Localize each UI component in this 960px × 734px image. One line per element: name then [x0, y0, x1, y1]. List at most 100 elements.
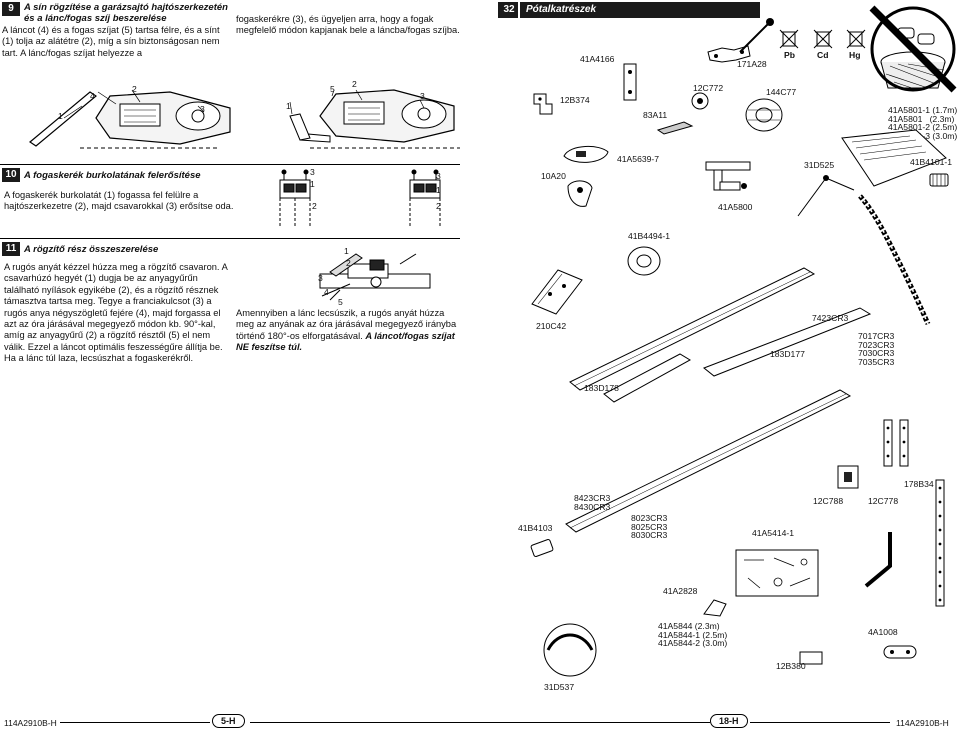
part-rail-long — [569, 267, 816, 391]
step9-title: A sín rögzítése a garázsajtó hajtószerke… — [24, 2, 244, 24]
label-41B4103: 41B4103 — [518, 523, 553, 533]
label-c3: 3 — [310, 167, 315, 177]
footer-page-right: 18-H — [710, 714, 748, 728]
step10-title: A fogaskerék burkolatának felerősítése — [24, 170, 201, 181]
step10-text: A fogaskerék burkolatát (1) fogassa fel … — [4, 190, 234, 212]
recycle-label-cd: Cd — [817, 50, 829, 60]
label-41B4101: 41B4101-1 — [910, 157, 953, 167]
part-12C772 — [691, 92, 709, 110]
label-41A5800: 41A5800 — [718, 202, 753, 212]
label-12C778: 12C778 — [868, 496, 899, 506]
part-41A5639 — [563, 146, 609, 163]
label-171A28: 171A28 — [737, 59, 767, 69]
part-171A28 — [707, 45, 751, 63]
label-d1: 1 — [436, 185, 441, 195]
label-12B374: 12B374 — [560, 95, 590, 105]
label-183D178: 183D178 — [584, 383, 619, 393]
part-31D537 — [543, 623, 597, 677]
footer-code-right: 114A2910B-H — [896, 718, 949, 728]
footer-rule — [750, 722, 890, 723]
divider — [0, 238, 460, 239]
step9-title-line2: és a lánc/fogas szíj beszerelése — [24, 13, 167, 24]
label-d2: 2 — [436, 201, 441, 211]
label-7423CR3: 7423CR3 — [812, 313, 849, 323]
part-manual — [841, 129, 947, 187]
part-41B4494 — [627, 246, 661, 276]
step9-text-left: A láncot (4) és a fogas szíjat (5) tarts… — [2, 25, 220, 58]
crossed-bin-icon — [779, 29, 799, 49]
label-e5: 5 — [338, 297, 343, 307]
label-10A20: 10A20 — [541, 171, 566, 181]
label-a4: 4 — [90, 91, 95, 101]
gear-cover-diagram — [279, 169, 441, 226]
drive-unit-diagram-a — [28, 89, 231, 149]
recycle-label-pb: Pb — [784, 50, 795, 60]
label-12C772: 12C772 — [693, 83, 724, 93]
step11-text-right-main: Amennyiben a lánc lecsúszik, a rugós any… — [236, 308, 457, 341]
label-31D525: 31D525 — [804, 160, 835, 170]
part-4A1008 — [883, 645, 917, 659]
part-strip-short — [883, 419, 893, 467]
label-31D537: 31D537 — [544, 682, 575, 692]
part-chain — [858, 194, 931, 326]
label-178B34: 178B34 — [904, 479, 934, 489]
label-b5: 5 — [330, 84, 335, 94]
part-12B380 — [799, 651, 823, 665]
screw-icon — [739, 18, 774, 53]
part-41A2828 — [703, 599, 727, 617]
part-rail-183D177 — [703, 307, 872, 377]
step9-title-line1: A sín rögzítése a garázsajtó hajtószerke… — [24, 2, 228, 13]
label-4A1008: 4A1008 — [868, 627, 898, 637]
label-183D177: 183D177 — [770, 349, 805, 359]
label-41B4494: 41B4494-1 — [628, 231, 671, 241]
part-12C788 — [837, 465, 859, 489]
label-e1: 1 — [344, 246, 349, 256]
part-rail-lower — [565, 389, 852, 533]
step9-text-right: fogaskerékre (3), és ügyeljen arra, hogy… — [236, 14, 460, 36]
label-b1: 1 — [286, 101, 291, 111]
part-remote-small — [567, 180, 593, 207]
label-b2: 2 — [352, 79, 357, 89]
part-perforated-strip — [935, 479, 945, 607]
parts-title: Pótalkatrészek — [526, 4, 597, 15]
label-c2: 2 — [312, 201, 317, 211]
label-b3: 3 — [420, 91, 425, 101]
divider — [0, 164, 460, 165]
step11-text-right-emphasis: A láncot/fogas szíjat NE feszítse túl. — [236, 330, 455, 353]
label-e4: 4 — [324, 287, 329, 297]
step9-number: 9 — [2, 2, 20, 16]
label-41A5639: 41A5639-7 — [617, 154, 660, 164]
label-41A2828: 41A2828 — [663, 586, 698, 596]
part-31D525 — [797, 175, 855, 217]
part-183D178 — [603, 353, 692, 403]
part-12B374 — [533, 93, 553, 115]
part-83A11 — [656, 121, 694, 135]
footer-rule — [250, 722, 710, 723]
trolley-tension-diagram — [319, 253, 431, 301]
label-12B380: 12B380 — [776, 661, 806, 671]
label-12C788: 12C788 — [813, 496, 844, 506]
label-144C77: 144C77 — [766, 87, 797, 97]
label-8023CR3: 8023CR3 8025CR3 8030CR3 — [631, 513, 668, 541]
step11-title: A rögzítő rész összeszerelése — [24, 244, 159, 255]
no-battery-disposal-icon — [869, 5, 957, 93]
label-c1: 1 — [310, 179, 315, 189]
footer-code-left: 114A2910B-H — [4, 718, 57, 728]
drive-unit-diagram-b — [289, 89, 460, 149]
part-41B4103 — [530, 539, 554, 557]
label-a3: 3 — [200, 104, 205, 114]
step11-text-right: Amennyiben a lánc lecsúszik, a rugós any… — [236, 308, 462, 354]
label-210C42: 210C42 — [536, 321, 567, 331]
label-41A5844: 41A5844 (2.3m) 41A5844-1 (2.5m) 41A5844-… — [658, 621, 728, 649]
crossed-bin-icon — [846, 29, 866, 49]
label-e2: 2 — [346, 258, 351, 268]
part-41B4101 — [929, 173, 949, 187]
label-d3: 3 — [436, 171, 441, 181]
part-strip-short — [899, 419, 909, 467]
step10-number: 10 — [2, 168, 20, 182]
part-hardware-bag — [735, 549, 819, 597]
parts-header — [498, 2, 760, 18]
part-41A5800 — [705, 161, 751, 191]
recycle-label-hg: Hg — [849, 50, 861, 60]
part-41A4166 — [623, 63, 637, 101]
